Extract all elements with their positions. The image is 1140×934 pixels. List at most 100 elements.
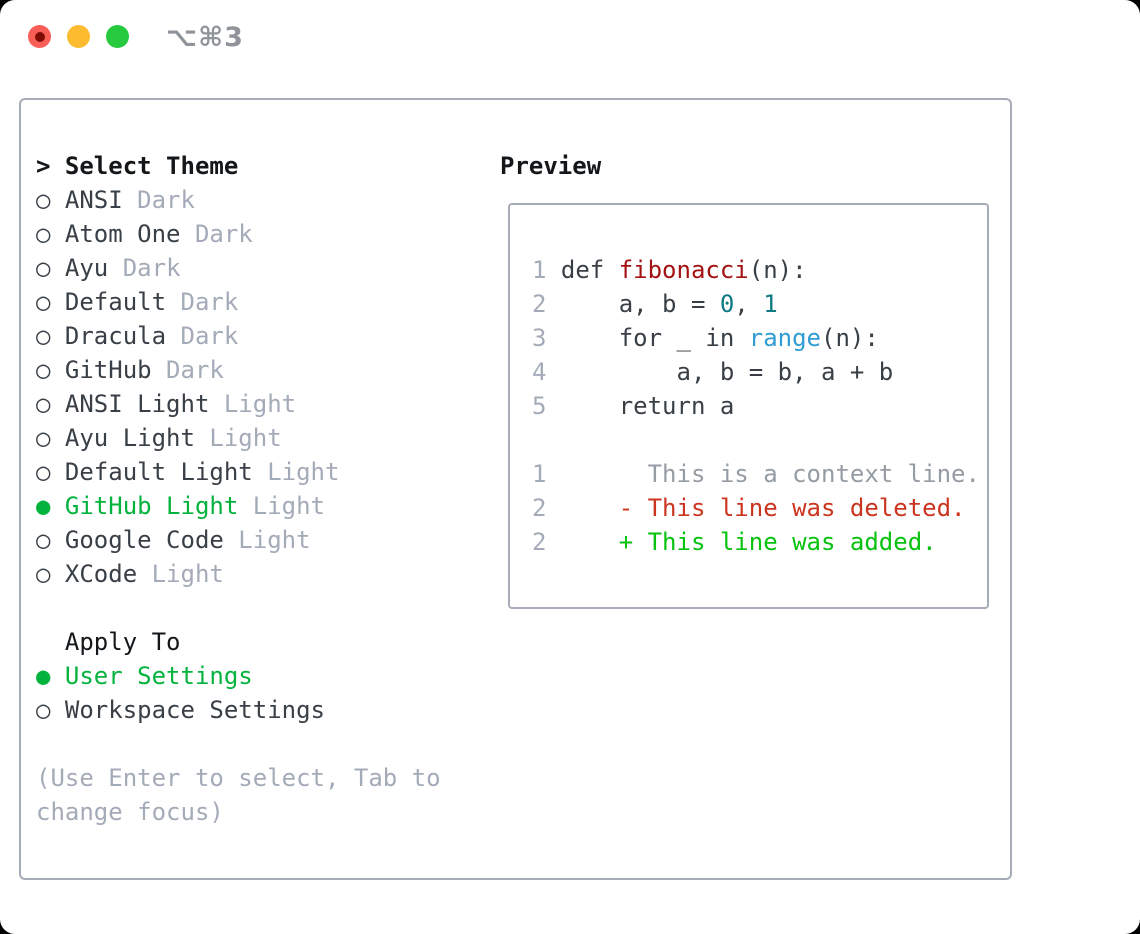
theme-option-default-light[interactable]: ○ Default Light Light — [36, 455, 441, 489]
text-segment: (n): — [821, 324, 879, 352]
theme-option-ayu-light[interactable]: ○ Ayu Light Light — [36, 421, 441, 455]
text-segment: Ayu — [64, 254, 109, 282]
theme-list: > Select Theme○ ANSI Dark○ Atom One Dark… — [36, 149, 441, 829]
diff-deleted-line: 2 - This line was deleted. — [532, 491, 980, 525]
text-segment: def — [546, 256, 619, 284]
text-segment: ○ — [36, 390, 65, 418]
text-segment: 1 — [532, 460, 547, 488]
code-line-3: 3 for _ in range(n): — [532, 321, 980, 355]
text-segment — [546, 528, 618, 556]
text-segment: Light — [209, 390, 297, 418]
text-segment: ○ — [36, 186, 65, 214]
text-segment: 2 — [532, 290, 547, 318]
text-segment: ○ — [36, 526, 65, 554]
text-segment: for _ in — [546, 324, 749, 352]
apply-to-header: Apply To — [36, 625, 441, 659]
text-segment: User Settings — [64, 662, 253, 690]
theme-option-google-code[interactable]: ○ Google Code Light — [36, 523, 441, 557]
text-segment: Dark — [122, 186, 195, 214]
text-segment: (n): — [748, 256, 807, 284]
hint-line-2: change focus) — [36, 795, 441, 829]
code-line-5: 5 return a — [532, 389, 980, 423]
select-theme-header: > Select Theme — [36, 149, 441, 183]
text-segment: ○ — [36, 696, 65, 724]
text-segment: Ayu Light — [64, 424, 195, 452]
theme-option-ansi-light[interactable]: ○ ANSI Light Light — [36, 387, 441, 421]
record-dot-icon — [34, 31, 45, 42]
spacer — [532, 423, 980, 457]
text-segment: + This line was added. — [618, 528, 937, 556]
theme-option-dracula-dark[interactable]: ○ Dracula Dark — [36, 319, 441, 353]
text-segment: Dark — [151, 356, 224, 384]
text-segment: 4 — [532, 358, 547, 386]
text-segment: a, b = b, a + b — [546, 358, 894, 386]
spacer — [36, 727, 441, 761]
text-segment: ○ — [36, 288, 65, 316]
text-segment: GitHub — [64, 356, 152, 384]
text-segment — [546, 494, 618, 522]
text-segment: Default — [64, 288, 167, 316]
text-segment: Apply To — [36, 628, 181, 656]
code-line-4: 4 a, b = b, a + b — [532, 355, 980, 389]
text-segment: Light — [238, 492, 325, 520]
text-segment: a, b = — [546, 290, 720, 318]
text-segment: - This line was deleted. — [618, 494, 966, 522]
text-segment: This is a context line. — [546, 460, 980, 488]
text-segment: 1 — [532, 256, 547, 284]
text-segment: ○ — [36, 356, 65, 384]
diff-added-line: 2 + This line was added. — [532, 525, 980, 559]
apply-option-user-settings-selected[interactable]: ● User Settings — [36, 659, 441, 693]
text-segment: 2 — [532, 528, 547, 556]
text-segment: Dracula — [64, 322, 167, 350]
theme-option-ayu-dark[interactable]: ○ Ayu Dark — [36, 251, 441, 285]
theme-option-atom-one-dark[interactable]: ○ Atom One Dark — [36, 217, 441, 251]
text-segment: Dark — [180, 220, 253, 248]
text-segment: Light — [252, 458, 340, 486]
text-segment: fibonacci — [618, 256, 749, 284]
text-segment: XCode — [64, 560, 138, 588]
text-segment: 0 — [719, 290, 735, 318]
window-title: ⌥⌘3 — [166, 22, 244, 53]
spacer — [36, 591, 441, 625]
text-segment: Light — [194, 424, 282, 452]
text-segment: (Use Enter to select, Tab to — [36, 764, 441, 792]
text-segment: Dark — [108, 254, 181, 282]
text-segment: 5 — [532, 392, 547, 420]
zoom-button[interactable] — [106, 25, 129, 48]
text-segment: 1 — [763, 290, 778, 318]
text-segment: return a — [546, 392, 735, 420]
text-segment: ANSI Light — [64, 390, 210, 418]
text-segment: range — [748, 324, 821, 352]
text-segment: Select Theme — [64, 152, 239, 180]
text-segment: GitHub Light — [64, 492, 239, 520]
text-segment: , — [734, 290, 764, 318]
theme-option-default-dark[interactable]: ○ Default Dark — [36, 285, 441, 319]
text-segment: ANSI — [64, 186, 123, 214]
text-segment: Workspace Settings — [64, 696, 325, 724]
text-segment: change focus) — [36, 798, 224, 826]
text-segment: Light — [223, 526, 311, 554]
text-segment: Light — [137, 560, 224, 588]
code-line-2: 2 a, b = 0, 1 — [532, 287, 980, 321]
text-segment: Default Light — [64, 458, 253, 486]
theme-option-xcode[interactable]: ○ XCode Light — [36, 557, 441, 591]
text-segment: > — [36, 152, 65, 180]
text-segment: ○ — [36, 458, 65, 486]
text-segment: ○ — [36, 424, 65, 452]
diff-context-line: 1 This is a context line. — [532, 457, 980, 491]
theme-option-ansi-dark[interactable]: ○ ANSI Dark — [36, 183, 441, 217]
theme-option-github-light-selected[interactable]: ● GitHub Light Light — [36, 489, 441, 523]
text-segment: ● — [36, 662, 65, 690]
text-segment: 2 — [532, 494, 547, 522]
text-segment: ○ — [36, 220, 65, 248]
close-button[interactable] — [28, 25, 51, 48]
text-segment: Dark — [166, 322, 239, 350]
theme-option-github-dark[interactable]: ○ GitHub Dark — [36, 353, 441, 387]
preview-heading: Preview — [500, 152, 602, 180]
minimize-button[interactable] — [67, 25, 90, 48]
apply-option-workspace-settings[interactable]: ○ Workspace Settings — [36, 693, 441, 727]
text-segment: 3 — [532, 324, 547, 352]
